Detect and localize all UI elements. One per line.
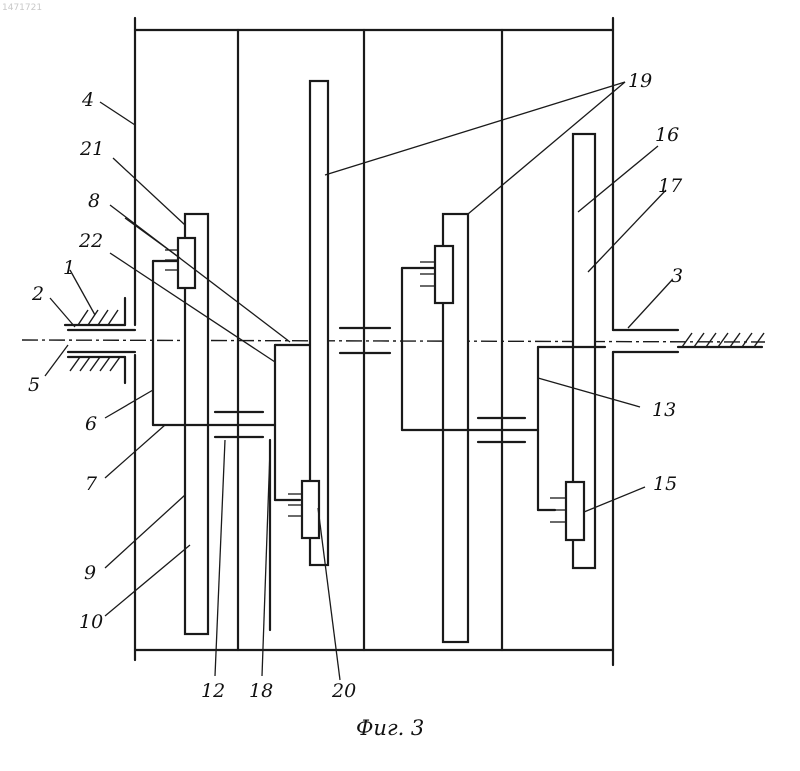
label-15: 15 [653, 473, 677, 495]
label-10: 10 [79, 611, 103, 633]
block-element-8 [165, 238, 195, 288]
label-1: 1 [63, 257, 75, 279]
label-13: 13 [652, 399, 676, 421]
label-5: 5 [28, 374, 40, 396]
figure-caption: Фиг. 3 [356, 716, 424, 740]
label-18: 18 [249, 680, 273, 702]
document-number: 1471721 [2, 3, 42, 13]
carrier-stage3 [402, 268, 538, 430]
label-3: 3 [671, 265, 683, 287]
label-7: 7 [85, 473, 98, 495]
label-4: 4 [81, 89, 94, 111]
block-element-20 [288, 481, 319, 538]
ground-hatching-right [682, 333, 764, 347]
block-element-stage3 [420, 246, 453, 303]
main-axis [22, 340, 765, 342]
carrier-stage1 [153, 261, 275, 425]
label-21: 21 [79, 138, 104, 160]
label-6: 6 [85, 413, 97, 435]
label-12: 12 [201, 680, 225, 702]
label-17: 17 [658, 175, 683, 197]
label-19: 19 [628, 70, 652, 92]
label-2: 2 [31, 283, 44, 305]
label-16: 16 [655, 124, 679, 146]
label-9: 9 [84, 562, 96, 584]
label-8: 8 [88, 190, 100, 212]
label-20: 20 [331, 680, 356, 702]
label-22: 22 [78, 230, 103, 252]
